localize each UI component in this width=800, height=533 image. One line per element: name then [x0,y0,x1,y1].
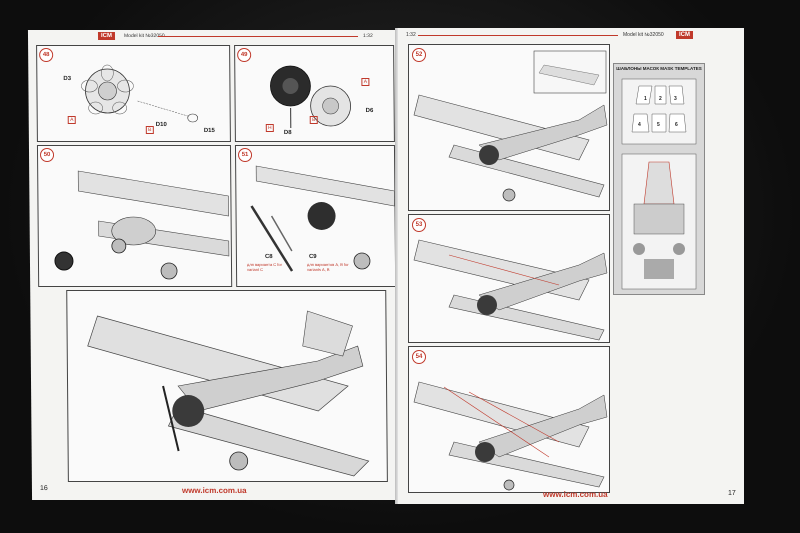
step-52-panel: 52 [408,44,610,211]
step-48-panel: 48 D3 D10 D15 A B [36,45,231,142]
part-d15: D15 [203,128,215,134]
template-5: 5 [657,122,660,128]
template-6: 6 [675,122,678,128]
step-51-panel: 51 C8 для варианта С for variant C C9 дл… [234,145,397,287]
marker-h: H [265,124,274,132]
template-3: 3 [674,96,677,102]
final-assembly-panel [66,290,388,482]
step-49-panel: 49 D6 D8 A H B [234,45,395,142]
part-d10: D10 [155,122,167,128]
part-d3: D3 [63,76,72,82]
right-page: 1:32 Model kit №32050 ICM 52 53 [398,28,744,504]
variant-ab-note: для вариантов A, B for variants A, B [306,262,349,272]
part-c8: C8 [264,254,273,260]
engine-drawing [270,65,352,128]
step-number: 53 [412,218,426,232]
step-53-panel: 53 [408,214,610,343]
marker-b: B [309,116,318,124]
website-url[interactable]: www.icm.com.ua [543,490,608,499]
scale-label: 1:32 [362,33,373,39]
biplane-drawing [87,310,370,477]
biplane-drawing [54,170,230,280]
header-rule [158,36,359,37]
website-url[interactable]: www.icm.com.ua [181,486,247,495]
biplane-drawing [413,50,608,202]
part-d8: D8 [283,130,292,136]
header-rule [418,35,618,36]
mask-templates-drawing [621,78,697,290]
model-label: Model kit №32050 [623,32,664,38]
step-50-panel: 50 [36,145,233,287]
part-d6: D6 [365,108,374,114]
template-2: 2 [659,96,662,102]
propeller-drawing [250,165,395,272]
icm-logo: ICM [97,32,116,40]
step-number: 52 [412,48,426,62]
step-54-panel: 54 [408,346,610,493]
step-number: 54 [412,350,426,364]
left-page: ICM Model kit №32050 1:32 48 D3 D10 D15 … [27,30,403,500]
template-1: 1 [644,96,647,102]
biplane-drawing [413,381,608,491]
marker-a: A [67,116,76,124]
page-number: 16 [39,485,48,492]
icm-logo: ICM [676,31,693,39]
biplane-drawing [413,239,608,341]
page-number: 17 [728,490,736,497]
template-4: 4 [638,122,641,128]
marker-b: B [145,126,154,134]
scale-label: 1:32 [406,32,416,38]
mask-templates-panel: ШАБЛОНЫ МАСОК MASK TEMPLATES 1 2 3 4 5 6 [613,63,705,295]
engine-drawing [81,64,199,123]
marker-a: A [361,78,370,86]
variant-c-note: для варианта С for variant C [246,262,282,272]
part-c9: C9 [308,254,317,260]
mask-templates-title: ШАБЛОНЫ МАСОК MASK TEMPLATES [616,66,702,71]
